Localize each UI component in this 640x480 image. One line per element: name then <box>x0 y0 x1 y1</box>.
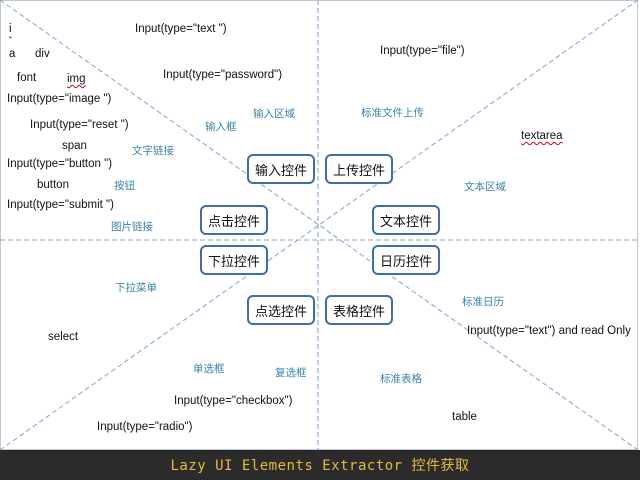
click-control-box: 点击控件 <box>200 205 268 235</box>
label-text-area: 文本区域 <box>464 181 506 193</box>
label-standard-file-upload: 标准文件上传 <box>361 107 424 119</box>
footer-title-bar: Lazy UI Elements Extractor 控件获取 <box>0 450 640 480</box>
dropdown-control-box: 下拉控件 <box>200 245 268 275</box>
diagonal-divider-up <box>0 0 639 450</box>
upload-control-box: 上传控件 <box>325 154 393 184</box>
footer-title: Lazy UI Elements Extractor 控件获取 <box>170 458 470 474</box>
element-input-checkbox: Input(type="checkbox") <box>174 395 293 407</box>
diagonal-divider-down <box>0 0 639 450</box>
label-standard-calendar: 标准日历 <box>462 296 504 308</box>
label-input-area: 输入区域 <box>253 108 295 120</box>
label-input-box: 输入框 <box>205 121 237 133</box>
element-textarea: textarea <box>521 130 563 142</box>
calendar-control-box: 日历控件 <box>372 245 440 275</box>
element-button: button <box>37 179 69 191</box>
label-radio-box: 单选框 <box>193 363 225 375</box>
element-i: i <box>9 23 12 35</box>
element-input-submit: Input(type="submit ") <box>7 199 114 211</box>
divider-lines <box>0 0 639 450</box>
label-dropdown-menu: 下拉菜单 <box>115 282 157 294</box>
radio-control-box: 点选控件 <box>247 295 315 325</box>
element-span: span <box>62 140 87 152</box>
table-control-box: 表格控件 <box>325 295 393 325</box>
element-input-image: Input(type="image ") <box>7 93 112 105</box>
diagram-frame <box>0 0 638 450</box>
element-input-radio: Input(type="radio") <box>97 421 193 433</box>
label-standard-table: 标准表格 <box>380 373 422 385</box>
input-control-box: 输入控件 <box>247 154 315 184</box>
element-select: select <box>48 331 79 343</box>
label-image-link: 图片链接 <box>111 221 153 233</box>
label-text-link: 文字链接 <box>132 145 174 157</box>
element-input-file: Input(type="file") <box>380 45 465 57</box>
label-checkbox: 复选框 <box>275 367 307 379</box>
element-input-password: Input(type="password") <box>163 69 283 81</box>
element-input-text: Input(type="text ") <box>135 23 227 35</box>
element-input-text-readonly: Input(type="text") and read Only <box>467 325 631 337</box>
element-div: div <box>35 48 50 60</box>
element-input-reset: Input(type="reset ") <box>30 119 129 131</box>
element-input-button: Input(type="button ") <box>7 158 113 170</box>
text-control-box: 文本控件 <box>372 205 440 235</box>
label-button: 按钮 <box>114 180 135 192</box>
element-font: font <box>17 72 37 84</box>
element-img: img <box>67 73 86 85</box>
element-table: table <box>452 411 477 423</box>
element-a: a <box>9 48 16 60</box>
